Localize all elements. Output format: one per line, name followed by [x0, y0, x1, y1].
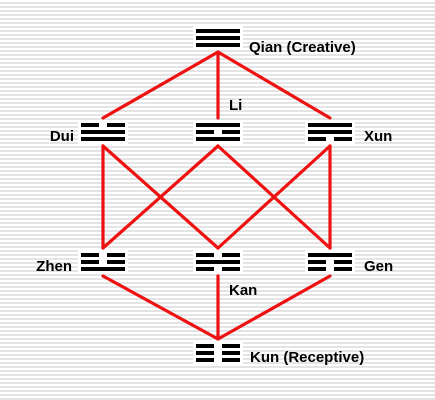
trigram-gen-yin-line-3-part-2: [334, 267, 352, 271]
trigram-zhen-yin-line-2-part-1: [81, 260, 99, 264]
trigram-gen-yin-line-2-part-1: [308, 260, 326, 264]
trigram-xun-yang-line-1: [308, 123, 352, 127]
trigram-xun: Xun: [305, 120, 392, 145]
trigram-qian-yang-line-3: [196, 43, 240, 47]
trigram-xun-yin-line-3-part-1: [308, 137, 326, 141]
trigram-zhen-label: Zhen: [36, 258, 72, 275]
trigram-dui-symbol: [78, 120, 128, 144]
trigram-gen-symbol: [305, 250, 355, 274]
trigram-zhen-yin-line-2-part-2: [107, 260, 125, 264]
trigram-kun-yin-line-2-part-1: [196, 351, 214, 355]
trigram-kan-label: Kan: [229, 282, 257, 299]
edge-gen-kun: [216, 274, 332, 341]
trigram-zhen-yin-line-1-part-1: [81, 253, 99, 257]
trigram-kan-symbol: [193, 250, 243, 274]
trigram-kan-yin-line-1-part-2: [222, 253, 240, 257]
trigram-kun-yin-line-2-part-2: [222, 351, 240, 355]
trigram-gen-label: Gen: [364, 258, 393, 275]
trigram-li-label: Li: [229, 97, 242, 114]
trigram-kun: Kun (Receptive): [193, 341, 364, 366]
trigram-kan-yin-line-3-part-2: [222, 267, 240, 271]
trigram-qian: Qian (Creative): [193, 26, 356, 56]
trigram-li-symbol: [193, 120, 243, 144]
trigram-xun-yang-line-2: [308, 130, 352, 134]
trigram-kun-symbol: [193, 341, 243, 365]
trigram-dui: Dui: [50, 120, 128, 145]
trigram-kun-yin-line-1-part-1: [196, 344, 214, 348]
trigram-kan: Kan: [193, 250, 257, 299]
trigram-kan-yin-line-3-part-1: [196, 267, 214, 271]
trigram-dui-yang-line-2: [81, 130, 125, 134]
trigram-zhen: Zhen: [36, 250, 128, 275]
trigram-gen-yin-line-2-part-2: [334, 260, 352, 264]
trigram-zhen-yang-line-3: [81, 267, 125, 271]
trigram-kan-yin-line-1-part-1: [196, 253, 214, 257]
trigram-xun-yin-line-3-part-2: [334, 137, 352, 141]
trigram-qian-label: Qian (Creative): [249, 39, 356, 56]
trigram-qian-yang-line-1: [196, 29, 240, 33]
trigram-zhen-yin-line-1-part-2: [107, 253, 125, 257]
trigram-xun-symbol: [305, 120, 355, 144]
trigram-kun-label: Kun (Receptive): [250, 349, 364, 366]
edge-qian-dui: [101, 50, 220, 120]
trigram-gen: Gen: [305, 250, 393, 275]
edge-li-zhen: [101, 144, 220, 250]
trigram-qian-yang-line-2: [196, 36, 240, 40]
trigram-dui-label: Dui: [50, 128, 74, 145]
trigram-li-yang-line-1: [196, 123, 240, 127]
edge-zhen-kun: [101, 274, 220, 341]
trigram-li-yin-line-2-part-1: [196, 130, 214, 134]
trigram-xun-label: Xun: [364, 128, 392, 145]
trigram-kan-yang-line-2: [196, 260, 240, 264]
trigram-dui-yang-line-3: [81, 137, 125, 141]
trigram-dui-yin-line-1-part-2: [107, 123, 125, 127]
trigram-dui-yin-line-1-part-1: [81, 123, 99, 127]
trigram-qian-symbol: [193, 26, 243, 50]
trigram-zhen-symbol: [78, 250, 128, 274]
trigram-li-yin-line-2-part-2: [222, 130, 240, 134]
trigram-li-yang-line-3: [196, 137, 240, 141]
trigram-li: Li: [193, 97, 243, 144]
trigram-kun-yin-line-3-part-1: [196, 358, 214, 362]
nodes-layer: Qian (Creative) Dui Li Xun Zhen Kan: [36, 26, 393, 366]
trigram-gen-yin-line-3-part-1: [308, 267, 326, 271]
edges-layer: [101, 50, 332, 341]
trigram-kun-yin-line-1-part-2: [222, 344, 240, 348]
edge-qian-xun: [216, 50, 332, 120]
trigram-kun-yin-line-3-part-2: [222, 358, 240, 362]
trigram-gen-yang-line-1: [308, 253, 352, 257]
edge-xun-kan: [216, 144, 332, 250]
